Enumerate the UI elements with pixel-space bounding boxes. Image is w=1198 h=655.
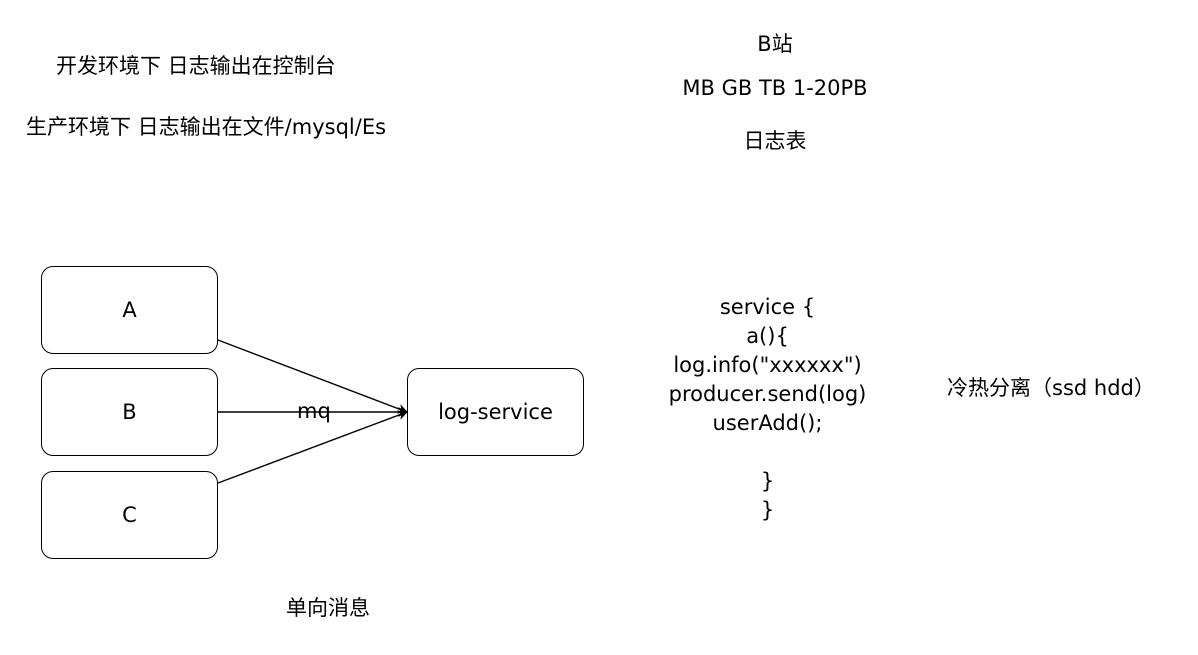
code-line: producer.send(log) (668, 382, 867, 406)
node-c-label: C (122, 503, 137, 527)
code-line: } (760, 469, 775, 493)
code-line: } (760, 498, 775, 522)
node-log-service[interactable]: log-service (407, 368, 584, 456)
hot-cold-note: 冷热分离（ssd hdd） (947, 376, 1155, 400)
node-b-label: B (122, 400, 137, 424)
edge-c-to-log-service (217, 410, 408, 484)
node-b[interactable]: B (41, 368, 218, 456)
code-block: service { a(){ log.info("xxxxxx") producer.… (640, 293, 895, 525)
code-line: a(){ (746, 324, 789, 348)
code-line: service { (719, 295, 816, 319)
code-line (640, 438, 895, 467)
site-note: B站 (757, 32, 793, 56)
edge-a-to-log-service (217, 339, 408, 414)
edge-label-mq: mq (297, 399, 331, 423)
node-a-label: A (122, 298, 137, 322)
log-table-note: 日志表 (743, 129, 807, 153)
prod-env-note: 生产环境下 日志输出在文件/mysql/Es (26, 115, 387, 139)
dev-env-note: 开发环境下 日志输出在控制台 (56, 54, 336, 78)
node-log-service-label: log-service (438, 400, 553, 424)
one-way-message-caption: 单向消息 (286, 596, 370, 620)
sizes-note: MB GB TB 1-20PB (682, 76, 868, 100)
code-line: log.info("xxxxxx") (673, 353, 862, 377)
node-a[interactable]: A (41, 266, 218, 354)
node-c[interactable]: C (41, 471, 218, 559)
code-line: userAdd(); (712, 411, 823, 435)
